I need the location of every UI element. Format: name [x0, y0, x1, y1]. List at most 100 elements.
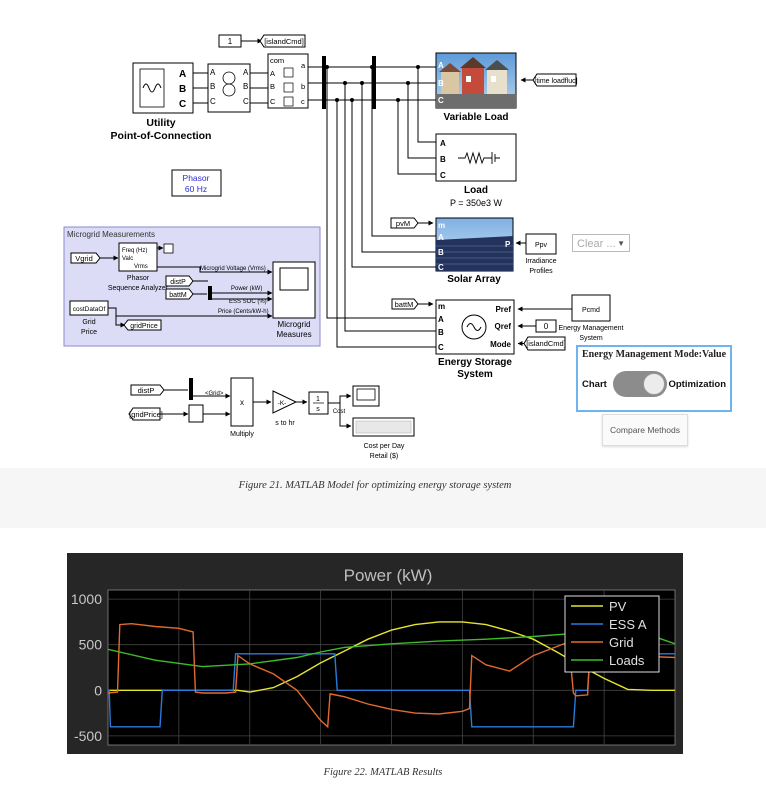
ems-mode-toggle[interactable] [613, 371, 667, 397]
signal-price-label: Price (Cents/kW-h) [218, 309, 269, 315]
time-loadfluc-from[interactable] [532, 73, 577, 87]
phasor-block[interactable] [171, 169, 222, 197]
distp-from-1[interactable] [165, 275, 194, 287]
phasor-label-2: 60 Hz [185, 184, 207, 194]
cost-data-label: costDataOf [73, 306, 106, 313]
signal-voltage-label: Microgrid Voltage (Vrms) [200, 266, 266, 272]
gridprice-goto-wire [115, 316, 126, 328]
multiply-label: Multiply [230, 431, 254, 438]
vload-port-c: C [438, 96, 444, 105]
transformer-block[interactable] [207, 63, 251, 113]
integrator-den: s [316, 406, 320, 413]
vgrid-from[interactable] [70, 252, 101, 264]
measures-label-1: Microgrid [278, 320, 311, 329]
xfmr-wires [250, 72, 268, 104]
solar-port-m: m [438, 221, 445, 230]
load-block[interactable] [435, 133, 517, 182]
ems-mode-optimization-label: Optimization [668, 379, 726, 390]
demux-block[interactable] [189, 378, 193, 400]
irradiance-label-2: Profiles [529, 268, 553, 275]
mux-block[interactable] [208, 286, 212, 300]
solar-port-c: C [438, 263, 444, 272]
breaker-port-a-out: a [301, 61, 306, 70]
ppv-label: Ppv [535, 242, 548, 249]
irradiance-profiles-block[interactable] [525, 233, 557, 255]
breaker-block[interactable] [267, 53, 309, 109]
ess-label-2: System [457, 369, 493, 380]
ems-mode-panel: Energy Management Mode:Value Chart Optim… [576, 345, 732, 412]
xfmr-port-a: A [210, 68, 216, 77]
battm-goto[interactable] [391, 298, 419, 310]
island-cmd-goto[interactable] [259, 34, 306, 48]
cost-per-day-label-2: Retail ($) [370, 453, 398, 460]
cost-label: Cost [333, 409, 346, 415]
solar-array-block[interactable] [435, 217, 514, 272]
grid-signal-label: <Grid> [205, 391, 224, 397]
energy-management-block[interactable] [571, 294, 611, 322]
battm-from-1[interactable] [165, 288, 194, 300]
chart-ytick-label: 1000 [71, 591, 102, 607]
solar-label: Solar Array [447, 274, 501, 285]
zoh-block[interactable] [188, 404, 204, 423]
analyzer-freq: Freq (Hz) [122, 248, 147, 254]
qref-value: 0 [544, 322, 549, 331]
breaker-port-b: B [270, 82, 275, 91]
irradiance-label-1: Irradiance [525, 258, 556, 265]
distp-from-2[interactable] [130, 384, 165, 396]
grid-price-label-1: Grid [82, 319, 95, 326]
utility-wires [193, 72, 208, 104]
island-cmd-tag-2: [islandCmd] [526, 339, 566, 348]
load-port-a: A [440, 139, 446, 148]
xfmr-port-c: C [210, 97, 216, 106]
time-loadfluc-tag: [time loadfluc] [534, 78, 577, 85]
legend-label: Grid [609, 635, 634, 650]
ems-label-1: Energy Management [559, 325, 624, 332]
sine-source-icon [142, 83, 162, 93]
vrms-wire [157, 266, 273, 275]
chevron-down-icon: ▼ [617, 239, 625, 248]
pvm-goto[interactable] [390, 217, 419, 229]
ems-mode-chart-label: Chart [582, 379, 607, 390]
legend-label: ESS A [609, 617, 647, 632]
junction-dots [325, 65, 420, 102]
breaker-port-b-out: b [301, 82, 305, 91]
terminator-block[interactable] [163, 243, 174, 254]
pvm-tag: pvM [396, 219, 410, 228]
ems-label-2: System [579, 335, 603, 342]
clear-dropdown[interactable]: Clear ... ▼ [572, 234, 630, 252]
breaker-port-c-out: c [301, 97, 305, 106]
gain-label: -K- [278, 400, 287, 407]
chart-series-grid [107, 622, 676, 729]
utility-source-block[interactable] [132, 62, 194, 114]
utility-label-2: Point-of-Connection [111, 130, 212, 142]
signal-power-label: Power (kW) [231, 286, 262, 292]
ess-port-qref: Qref [495, 322, 512, 331]
sequence-analyzer-block[interactable] [118, 242, 158, 272]
analyzer-valc: Valc [122, 256, 133, 262]
phasor-label-1: Phasor [183, 173, 210, 183]
ess-port-mode: Mode [490, 340, 511, 349]
gain-block[interactable] [272, 390, 298, 414]
energy-storage-block[interactable] [435, 299, 515, 355]
island-cmd-from[interactable] [523, 336, 566, 351]
gridprice-from[interactable] [128, 407, 161, 421]
chart-ytick-label: 500 [79, 637, 103, 653]
distp-tag-1: distP [170, 279, 186, 286]
measures-label-2: Measures [276, 330, 311, 339]
compare-methods-button[interactable]: Compare Methods [602, 414, 688, 446]
scope-icon [279, 267, 309, 291]
chart-title: Power (kW) [344, 566, 433, 585]
solar-port-b: B [438, 248, 444, 257]
utility-port-a: A [179, 69, 186, 80]
separator-band [0, 468, 766, 528]
toggle-knob[interactable] [643, 373, 665, 395]
variable-load-block[interactable] [435, 52, 517, 109]
gridprice-goto[interactable] [123, 319, 162, 331]
vload-port-b: B [438, 79, 444, 88]
utility-label-1: Utility [146, 117, 175, 129]
clear-dropdown-value: Clear ... [577, 238, 616, 250]
ems-mode-title: Energy Management Mode:Value [581, 349, 727, 360]
